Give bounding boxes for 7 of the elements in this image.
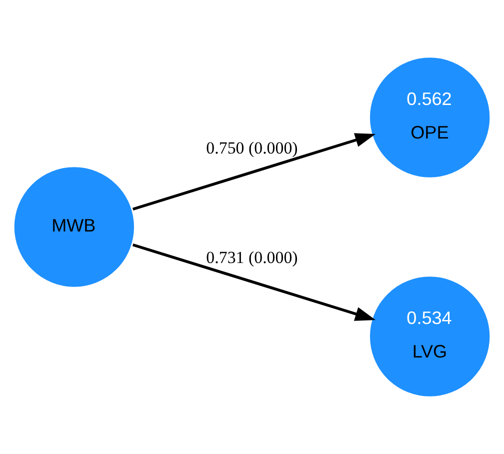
node-circle: 0.534 LVG (368, 274, 492, 399)
arrow (132, 244, 376, 321)
node-circle: MWB (12, 164, 136, 290)
edge-label: 0.750 (0.000) (206, 138, 298, 158)
edge-label: 0.731 (0.000) (206, 248, 298, 268)
node-circle: 0.562 OPE (368, 55, 492, 180)
arrow (132, 133, 376, 210)
